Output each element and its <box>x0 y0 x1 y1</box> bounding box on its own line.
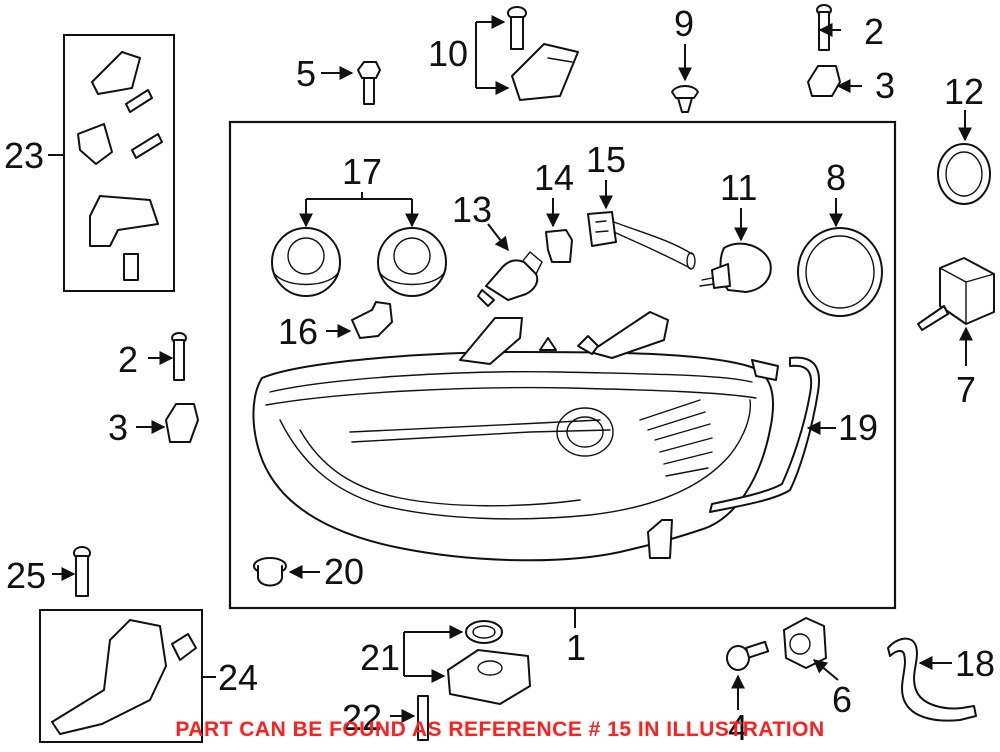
callout-2-left: 2 <box>118 339 138 380</box>
callout-5: 5 <box>296 53 316 94</box>
callout-3-top: 3 <box>875 65 895 106</box>
wiring-harness[interactable] <box>587 211 696 270</box>
module-bolt[interactable] <box>417 695 429 741</box>
callout-3-left: 3 <box>108 407 128 448</box>
callout-13: 13 <box>452 189 492 230</box>
control-module[interactable] <box>447 620 531 705</box>
callout-10: 10 <box>428 33 468 74</box>
bolt-lower-left[interactable] <box>73 546 91 597</box>
callout-6: 6 <box>832 679 852 720</box>
callout-9: 9 <box>674 3 694 44</box>
access-cover-left[interactable] <box>271 227 341 297</box>
seal-ring[interactable] <box>937 143 991 205</box>
vent-plug[interactable] <box>253 557 287 587</box>
adjuster-nut[interactable] <box>783 617 827 669</box>
reference-caption: PART CAN BE FOUND AS REFERENCE # 15 IN I… <box>175 718 825 741</box>
headlamp-housing[interactable] <box>252 311 779 562</box>
clip-nut-top[interactable] <box>807 65 841 97</box>
callout-18: 18 <box>955 643 995 684</box>
callout-1: 1 <box>566 627 586 668</box>
screw[interactable] <box>726 640 770 671</box>
bracket-kit-frame <box>63 34 175 292</box>
push-pin[interactable] <box>671 85 699 113</box>
callout-2-top: 2 <box>864 11 884 52</box>
callout-23: 23 <box>4 135 44 176</box>
clip-nut-left[interactable] <box>165 403 199 443</box>
callout-15: 15 <box>586 139 626 180</box>
callout-11: 11 <box>720 167 757 208</box>
callout-17: 17 <box>342 151 382 192</box>
halogen-bulb[interactable] <box>477 251 543 307</box>
mount-bracket-bolt[interactable] <box>507 6 579 101</box>
callout-4: 4 <box>728 707 748 748</box>
callout-19: 19 <box>838 407 878 448</box>
callout-25: 25 <box>6 555 46 596</box>
callout-21: 21 <box>360 637 400 678</box>
retainer-clip[interactable] <box>351 301 393 339</box>
lens-ring[interactable] <box>797 227 883 317</box>
callout-7: 7 <box>956 369 976 410</box>
bracket-kit-parts[interactable] <box>77 51 163 281</box>
seal-strip[interactable] <box>709 356 820 513</box>
mount-bracket[interactable] <box>51 619 197 735</box>
callout-22: 22 <box>342 697 382 738</box>
leader-lines <box>48 15 973 723</box>
callout-14: 14 <box>534 157 574 198</box>
vent-hose[interactable] <box>887 637 977 722</box>
callout-24: 24 <box>218 657 258 698</box>
headlamp-assembly-frame <box>228 120 897 610</box>
callout-20: 20 <box>324 551 364 592</box>
callout-8: 8 <box>826 157 846 198</box>
callout-12: 12 <box>944 71 984 112</box>
bulb-connector[interactable] <box>545 229 573 263</box>
callout-16: 16 <box>278 311 318 352</box>
igniter-bulb[interactable] <box>917 257 995 331</box>
flange-bolt[interactable] <box>357 61 381 105</box>
bulb-socket[interactable] <box>699 242 772 293</box>
access-cover-right[interactable] <box>377 227 447 297</box>
bolt-top[interactable] <box>816 4 832 51</box>
bolt-left[interactable] <box>171 332 187 381</box>
callout-labels: 1 2 3 2 3 4 5 6 7 8 9 10 11 12 13 14 15 … <box>4 3 995 748</box>
